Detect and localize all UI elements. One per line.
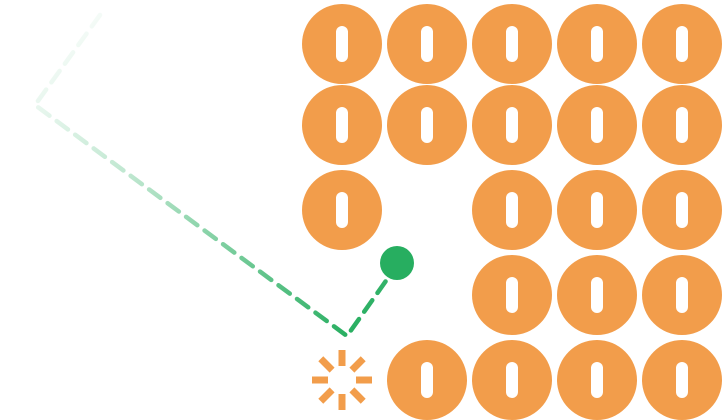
explosion-burst-icon (312, 350, 372, 410)
block-r3-c5 (642, 170, 722, 250)
block-r4-c4 (557, 255, 637, 335)
block-r5-c4 (557, 340, 637, 420)
block-r2-c3 (472, 85, 552, 165)
trajectory-layer (32, 12, 391, 339)
block-r3-c3 (472, 170, 552, 250)
block-r5-c5 (642, 340, 722, 420)
block-r2-c1 (302, 85, 382, 165)
block-r4-c5 (642, 255, 722, 335)
block-r5-c3 (472, 340, 552, 420)
aim-trajectory-line (32, 12, 391, 339)
block-r3-c1 (302, 170, 382, 250)
block-r1-c5 (642, 4, 722, 84)
block-r3-c4 (557, 170, 637, 250)
block-r1-c1 (302, 4, 382, 84)
green-ball-icon[interactable] (380, 246, 414, 280)
block-r2-c4 (557, 85, 637, 165)
block-r4-c3 (472, 255, 552, 335)
block-r1-c3 (472, 4, 552, 84)
block-r2-c2 (387, 85, 467, 165)
ball-layer (380, 246, 414, 280)
block-r1-c4 (557, 4, 637, 84)
block-r5-c2 (387, 340, 467, 420)
blocks-layer (302, 4, 722, 420)
block-r2-c5 (642, 85, 722, 165)
block-r1-c2 (387, 4, 467, 84)
